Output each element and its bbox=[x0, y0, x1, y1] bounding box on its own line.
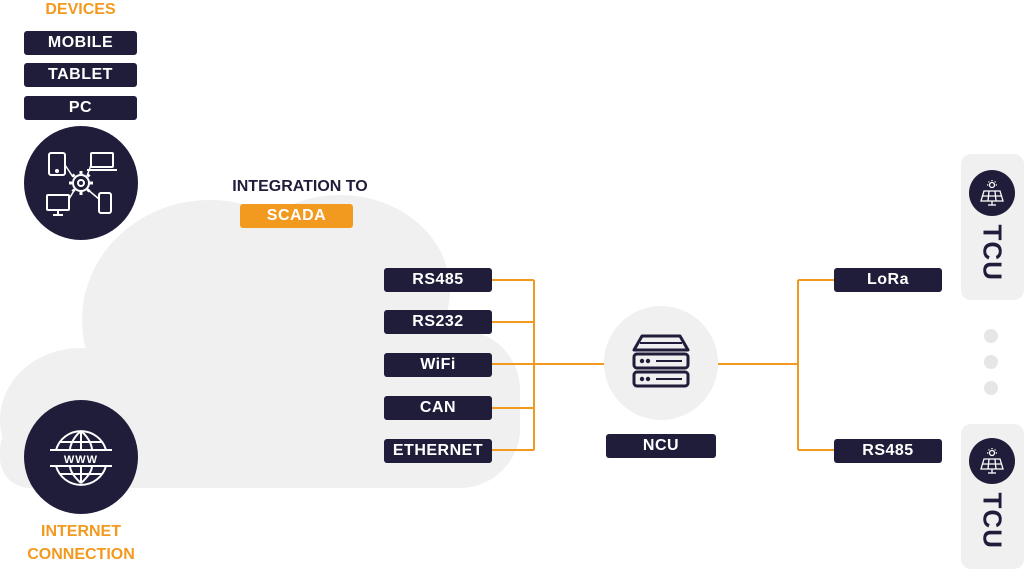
devices-circle bbox=[24, 126, 138, 240]
server-rack-icon bbox=[632, 334, 690, 388]
internet-line2: CONNECTION bbox=[27, 546, 135, 563]
ellipsis-dot-3 bbox=[984, 381, 998, 395]
protocol-lora: LoRa bbox=[834, 268, 942, 292]
protocol-ethernet: ETHERNET bbox=[384, 439, 492, 463]
solar-panel-icon bbox=[980, 448, 1004, 474]
device-item-mobile: MOBILE bbox=[24, 31, 137, 55]
devices-title: DEVICES bbox=[45, 1, 116, 18]
svg-text:WWW: WWW bbox=[64, 454, 98, 466]
protocol-rs485-right: RS485 bbox=[834, 439, 942, 463]
protocol-can: CAN bbox=[384, 396, 492, 420]
tcu-bottom-circle bbox=[969, 438, 1015, 484]
protocol-rs232: RS232 bbox=[384, 310, 492, 334]
device-item-pc: PC bbox=[24, 96, 137, 120]
ellipsis-dot-2 bbox=[984, 355, 998, 369]
ncu-circle bbox=[604, 306, 718, 420]
tcu-top-circle bbox=[969, 170, 1015, 216]
integration-title: INTEGRATION TO bbox=[232, 178, 368, 195]
solar-panel-icon bbox=[980, 180, 1004, 206]
ellipsis-dot-1 bbox=[984, 329, 998, 343]
globe-www-icon: WWW bbox=[50, 430, 112, 486]
devices-gear-icon bbox=[46, 152, 117, 216]
internet-line1: INTERNET bbox=[41, 523, 121, 540]
device-item-tablet: TABLET bbox=[24, 63, 137, 87]
tcu-bottom-label: TCU bbox=[977, 492, 1008, 549]
internet-circle: WWW bbox=[24, 400, 138, 514]
tcu-top-label: TCU bbox=[977, 224, 1008, 281]
protocol-wifi: WiFi bbox=[384, 353, 492, 377]
scada-badge: SCADA bbox=[240, 204, 353, 228]
protocol-rs485-left: RS485 bbox=[384, 268, 492, 292]
ncu-label: NCU bbox=[606, 434, 716, 458]
